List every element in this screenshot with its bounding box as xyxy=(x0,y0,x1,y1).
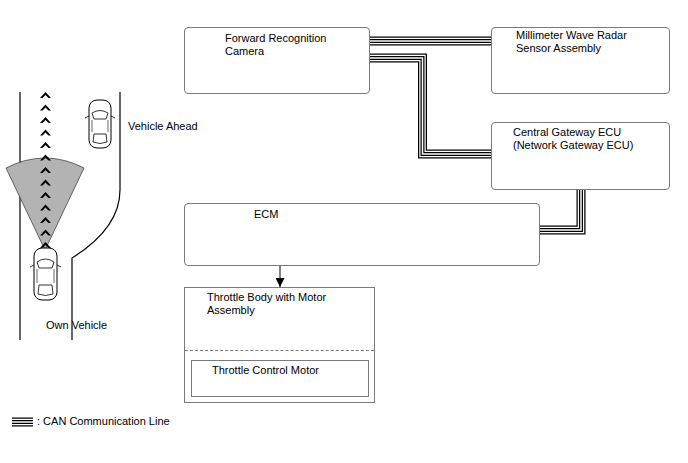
radar-wave xyxy=(40,205,51,211)
can-wire xyxy=(370,38,491,45)
radar-wave xyxy=(40,230,51,236)
can-line xyxy=(540,190,581,230)
can-wire xyxy=(370,58,491,154)
own-vehicle xyxy=(30,248,61,300)
radar-wave xyxy=(40,242,51,248)
ecm-box: ECM xyxy=(184,203,540,266)
camera-box: Forward Recognition Camera xyxy=(184,27,370,94)
can-wire xyxy=(370,58,491,154)
legend-text: : CAN Communication Line xyxy=(37,415,170,428)
motor-box: Throttle Control Motor xyxy=(191,360,369,397)
radar-wave xyxy=(40,167,51,173)
radar-wave xyxy=(40,192,51,198)
node-label: Throttle Control Motor xyxy=(212,364,362,377)
radar-wave xyxy=(40,217,51,223)
node-label: Millimeter Wave Radar Sensor Assembly xyxy=(516,29,656,55)
radar-wave xyxy=(40,142,51,148)
radar-waves xyxy=(40,92,51,248)
can-line xyxy=(370,58,491,154)
vehicle-ahead xyxy=(85,100,115,148)
dashed-separator xyxy=(185,350,374,351)
throttle-body-box: Throttle Body with Motor AssemblyThrottl… xyxy=(184,287,375,403)
node-label: Forward Recognition Camera xyxy=(225,32,360,58)
can-wire xyxy=(540,190,581,230)
can-wire xyxy=(540,190,581,230)
can-wire xyxy=(540,190,581,230)
can-wire xyxy=(370,58,491,154)
can-wire xyxy=(370,58,491,154)
gateway-box: Central Gateway ECU (Network Gateway ECU… xyxy=(491,122,670,190)
radar-box: Millimeter Wave Radar Sensor Assembly xyxy=(491,27,670,94)
radar-wave xyxy=(40,130,51,136)
arrow-line xyxy=(280,266,281,287)
legend-sample xyxy=(12,422,33,423)
sensor-range xyxy=(6,158,84,250)
road-edge xyxy=(19,92,20,340)
radar-wave xyxy=(40,105,51,111)
can-wire xyxy=(540,190,581,230)
node-label: Throttle Body with Motor Assembly xyxy=(207,291,362,317)
radar-wave xyxy=(40,117,51,123)
can-wire xyxy=(370,39,491,43)
radar-wave xyxy=(40,180,51,186)
can-wire xyxy=(370,40,491,42)
road-edge xyxy=(72,92,120,340)
control-arrow xyxy=(280,266,281,287)
can-wire xyxy=(370,37,491,46)
node-label: Central Gateway ECU (Network Gateway ECU… xyxy=(513,126,663,152)
own-vehicle-label: Own Vehicle xyxy=(46,319,107,332)
vehicle-ahead-label: Vehicle Ahead xyxy=(128,120,198,133)
node-label: ECM xyxy=(254,208,354,221)
radar-wave xyxy=(40,92,51,98)
can-line xyxy=(370,41,491,42)
radar-wave xyxy=(40,155,51,161)
